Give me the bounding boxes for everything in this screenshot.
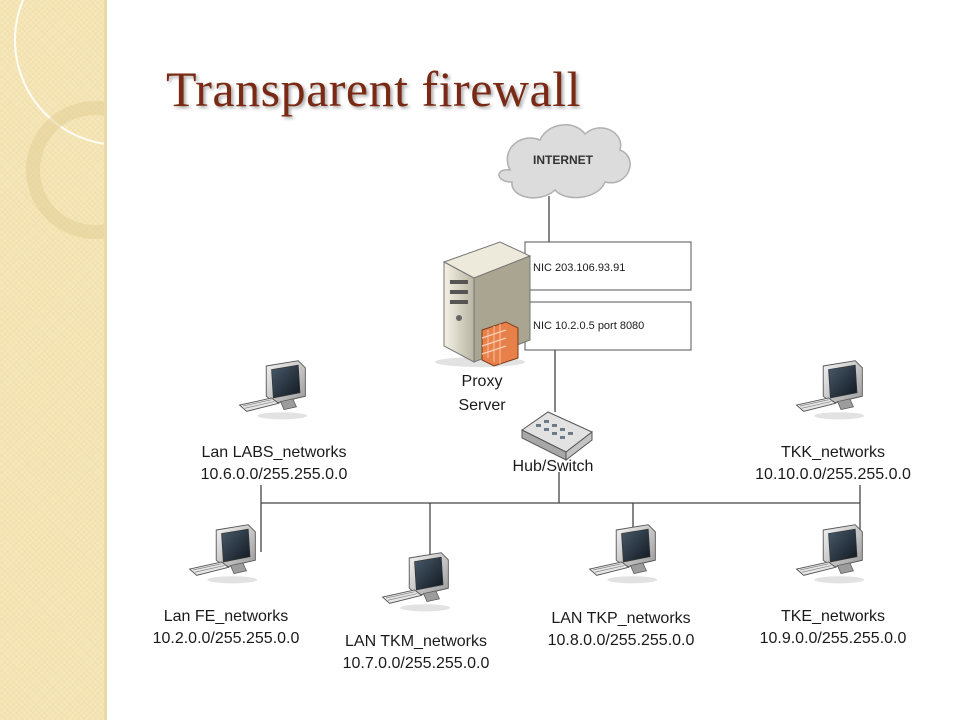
computer-icon-labs: [239, 360, 308, 420]
nic-external-box: [524, 241, 692, 291]
computer-icon-tkk: [796, 360, 865, 420]
network-label-labs: Lan LABS_networks 10.6.0.0/255.255.0.0: [201, 444, 348, 483]
network-subnet: 10.2.0.0/255.255.0.0: [153, 630, 300, 647]
nic-external-label: NIC 203.106.93.91: [533, 262, 625, 274]
switch-icon: [521, 411, 593, 462]
network-label-fe: Lan FE_networks 10.2.0.0/255.255.0.0: [153, 608, 300, 647]
computer-icon-tkp: [589, 524, 658, 584]
network-label-tkk: TKK_networks 10.10.0.0/255.255.0.0: [755, 444, 911, 483]
network-name: Lan FE_networks: [164, 608, 289, 625]
switch-label: Hub/Switch: [513, 458, 594, 475]
network-label-tkp: LAN TKP_networks 10.8.0.0/255.255.0.0: [548, 610, 695, 649]
network-name: TKE_networks: [781, 608, 885, 625]
nic-internal-box: [524, 301, 692, 351]
computer-icon-tkm: [382, 552, 451, 612]
proxy-label-line1: Proxy: [462, 373, 503, 390]
firewall-icon: [481, 321, 519, 367]
network-name: LAN TKM_networks: [345, 633, 487, 650]
network-name: Lan LABS_networks: [202, 444, 347, 461]
slide-title: Transparent firewall: [166, 61, 581, 117]
nic-internal-label: NIC 10.2.0.5 port 8080: [533, 320, 644, 332]
network-label-tke: TKE_networks 10.9.0.0/255.255.0.0: [760, 608, 907, 647]
cloud-icon: [498, 124, 631, 199]
internet-label: INTERNET: [533, 153, 594, 167]
network-label-tkm: LAN TKM_networks 10.7.0.0/255.255.0.0: [343, 633, 490, 672]
network-subnet: 10.8.0.0/255.255.0.0: [548, 632, 695, 649]
sidebar-border: [104, 0, 107, 720]
computer-icon-fe: [189, 524, 258, 584]
network-subnet: 10.9.0.0/255.255.0.0: [760, 630, 907, 647]
network-name: LAN TKP_networks: [551, 610, 690, 627]
connection-lines: [260, 196, 861, 560]
network-name: TKK_networks: [781, 444, 885, 461]
network-subnet: 10.10.0.0/255.255.0.0: [755, 466, 911, 483]
proxy-label-line2: Server: [458, 397, 506, 414]
network-subnet: 10.6.0.0/255.255.0.0: [201, 466, 348, 483]
network-subnet: 10.7.0.0/255.255.0.0: [343, 655, 490, 672]
decorative-sidebar: [0, 0, 226, 720]
computer-icon-tke: [796, 524, 865, 584]
